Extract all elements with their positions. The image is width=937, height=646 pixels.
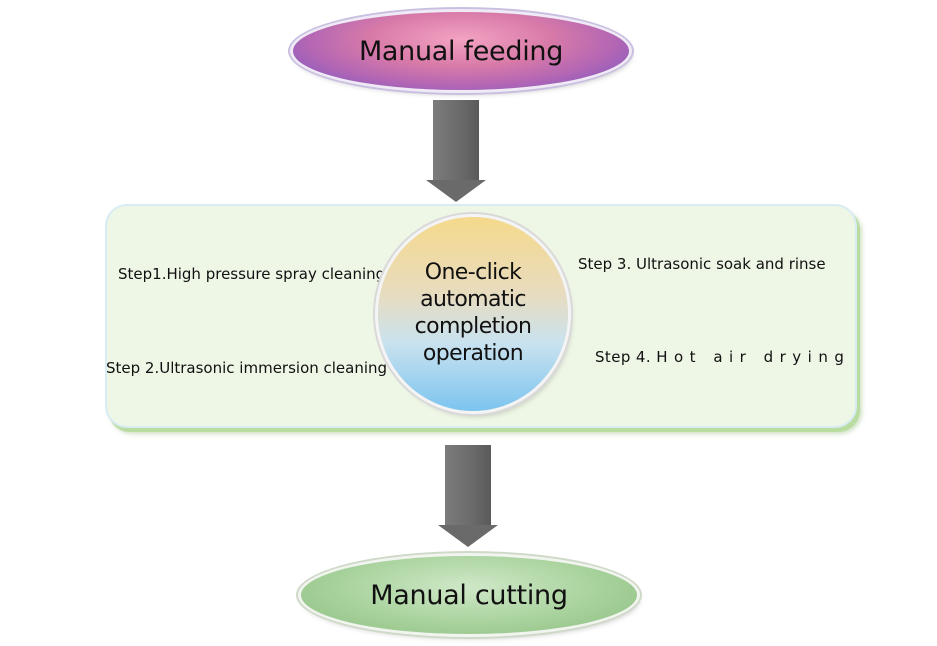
end-node-manual-cutting: Manual cutting: [301, 556, 637, 634]
step-3-label: Step 3. Ultrasonic soak and rinse: [578, 255, 826, 273]
down-arrow-1: [426, 100, 486, 202]
step-4-label: Step 4. Hot air drying: [595, 348, 850, 366]
center-line-2: automatic: [420, 287, 526, 312]
step-2-label: Step 2.Ultrasonic immersion cleaning: [106, 359, 388, 377]
start-node-manual-feeding: Manual feeding: [293, 12, 629, 90]
step-1-label: Step1.High pressure spray cleaning: [118, 265, 386, 283]
end-node-label: Manual cutting: [370, 579, 568, 611]
center-line-1: One-click: [424, 260, 522, 285]
start-node-label: Manual feeding: [358, 35, 564, 67]
step-4-text: Hot air drying: [656, 348, 851, 366]
center-circle: [378, 217, 568, 411]
center-line-4: operation: [422, 341, 524, 366]
center-line-3: completion: [414, 314, 532, 339]
center-circle-text: One-click automatic completion operation: [378, 259, 568, 367]
step-4-prefix: Step 4.: [595, 348, 652, 366]
down-arrow-2: [438, 445, 498, 547]
